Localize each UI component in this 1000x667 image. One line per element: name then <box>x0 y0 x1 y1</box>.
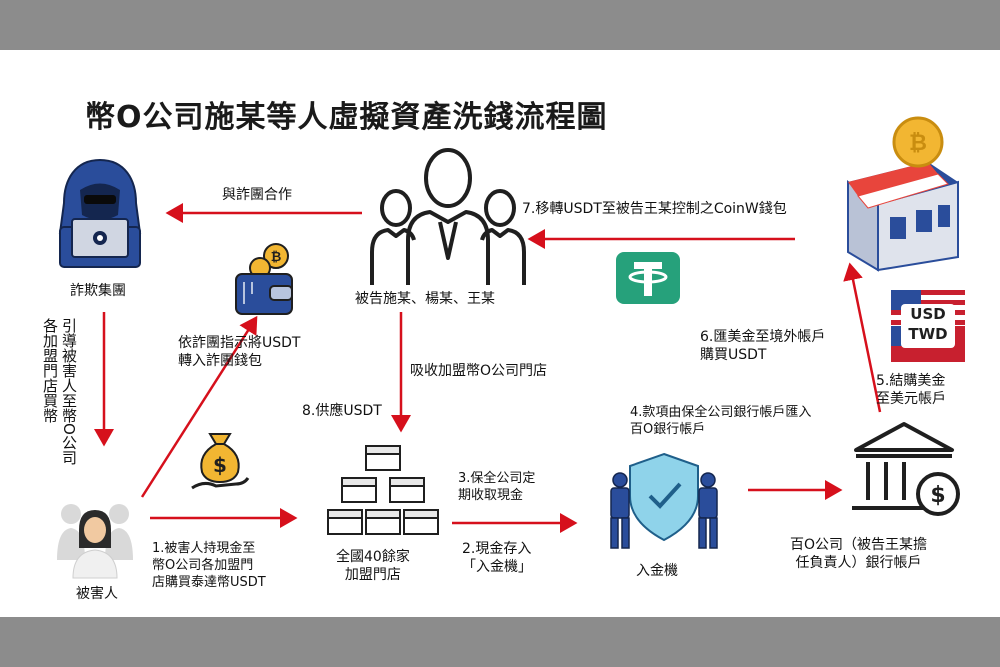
transfer-coinw-label: 7.移轉USDT至被告王某控制之CoinW錢包 <box>522 201 787 217</box>
guide-victim-label: 引導被害人至幣O公司各加盟門店買幣 <box>41 318 78 465</box>
victim-label: 被害人 <box>76 586 118 602</box>
diagram-title: 幣O公司施某等人虛擬資產洗錢流程圖 <box>85 100 608 135</box>
atm-guards-icon <box>610 452 718 549</box>
defendants-group-icon <box>370 148 526 285</box>
stores-label: 全國40餘家加盟門店 <box>336 549 410 583</box>
money-bag-icon: $ <box>191 433 250 490</box>
stores-icon <box>327 445 439 535</box>
twd-label: TWD <box>908 325 948 343</box>
collect-cash-label: 3.保全公司定期收取現金 <box>458 471 536 503</box>
supply-label: 8.供應USDT <box>302 403 382 419</box>
svg-text:₿: ₿ <box>271 250 282 265</box>
recruit-label: 吸收加盟幣O公司門店 <box>410 363 548 379</box>
cooperate-label: 與詐團合作 <box>222 187 292 203</box>
svg-text:$: $ <box>213 453 227 477</box>
victim-icon <box>57 504 133 579</box>
wallet-icon: ₿ <box>235 243 293 315</box>
victim-buy-label: 1.被害人持現金至幣O公司各加盟門店購買泰達幣USDT <box>152 541 266 590</box>
atm-label: 入金機 <box>636 563 678 579</box>
usd-label: USD <box>910 305 946 323</box>
hacker-icon <box>58 158 142 268</box>
fraud-group-label: 詐欺集團 <box>70 283 126 299</box>
usd-twd-icon: USD TWD <box>891 290 965 362</box>
deposit-label: 2.現金存入「入金機」 <box>462 541 532 575</box>
coinw-shop-icon: ₿ <box>847 116 959 272</box>
svg-text:₿: ₿ <box>909 131 927 156</box>
svg-text:$: $ <box>930 483 945 508</box>
remit-label: 4.款項由保全公司銀行帳戶匯入百O銀行帳戶 <box>630 405 812 437</box>
exchange-label: 5.結購美金至美元帳戶 <box>876 373 946 407</box>
tether-icon <box>616 252 680 304</box>
bank-label: 百O公司（被告王某擔任負責人）銀行帳戶 <box>790 537 928 571</box>
buy-usdt-label: 6.匯美金至境外帳戶購買USDT <box>700 329 826 363</box>
bank-icon: $ <box>852 422 960 516</box>
defendants-label: 被告施某、楊某、王某 <box>355 291 495 307</box>
